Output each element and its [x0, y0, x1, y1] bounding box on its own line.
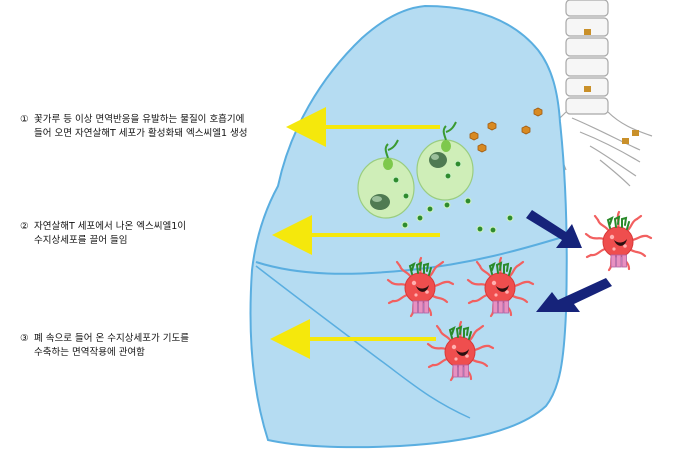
lung-fissure-lower — [255, 265, 471, 419]
caption-3-line-1: 폐 속으로 들어 온 수지상세포가 기도를 — [34, 333, 189, 344]
caption-1-line-2: 들어 오면 자연살해T 세포가 활성화돼 엑스씨엘1 생성 — [34, 128, 248, 139]
nkt-cell-icon — [357, 121, 474, 219]
caption-1-number: ① — [20, 114, 29, 125]
caption-3-number: ③ — [20, 333, 29, 344]
trachea-icon — [541, 0, 653, 187]
lung-lobe-icon — [249, 4, 568, 449]
caption-3: ③ 폐 속으로 들어 온 수지상세포가 기도를 수축하는 면역작용에 관여함 — [20, 332, 189, 360]
navy-arrow-icon — [526, 210, 612, 312]
caption-2-line-1: 자연살해T 세포에서 나온 엑스씨엘1이 — [34, 221, 187, 232]
xcl1-dot-icon — [392, 160, 514, 234]
caption-3-line-2: 수축하는 면역작용에 관여함 — [34, 347, 145, 358]
yellow-arrow-icon — [270, 107, 440, 359]
caption-2-line-2: 수지상세포를 끌어 들임 — [34, 235, 128, 246]
pollen-icon — [469, 107, 543, 153]
caption-1-line-1: 꽃가루 등 이상 면역반응을 유발하는 물질이 호흡기에 — [34, 114, 245, 125]
caption-1: ① 꽃가루 등 이상 면역반응을 유발하는 물질이 호흡기에 들어 오면 자연살해… — [20, 113, 248, 141]
cartilage-marks — [584, 29, 639, 144]
caption-2: ② 자연살해T 세포에서 나온 엑스씨엘1이 수지상세포를 끌어 들임 — [20, 220, 186, 248]
caption-2-number: ② — [20, 221, 29, 232]
